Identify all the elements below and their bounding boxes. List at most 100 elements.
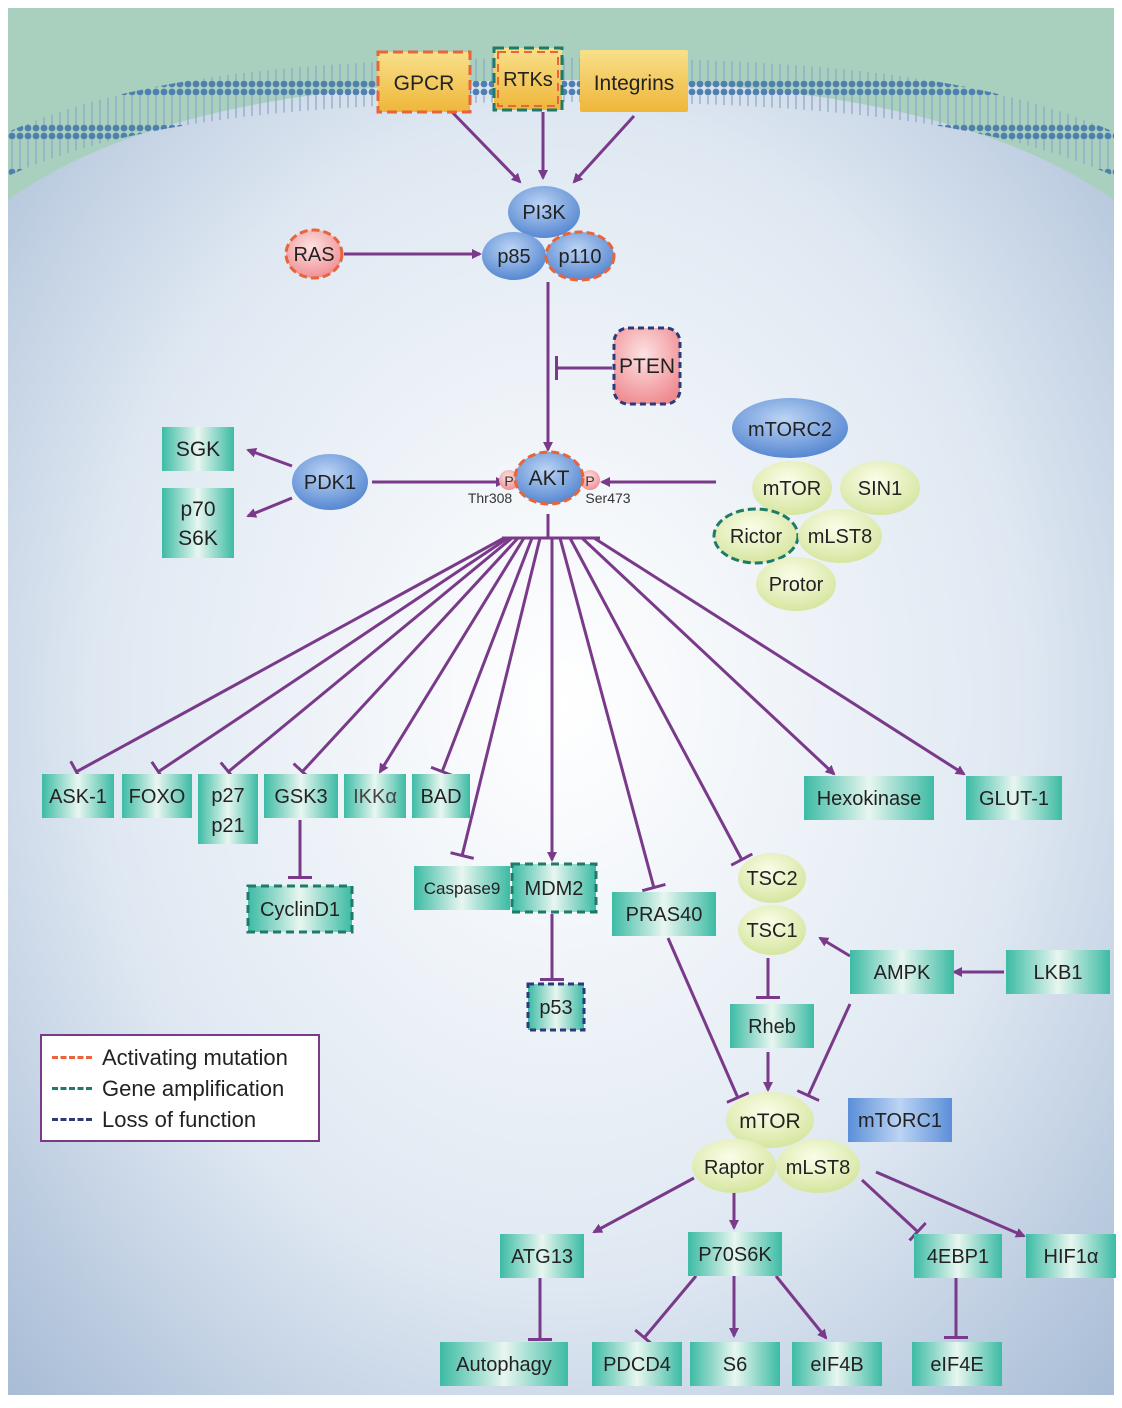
ampk-node: AMPK: [850, 950, 954, 994]
thr308-label: Thr308: [468, 490, 513, 506]
integrins-label: Integrins: [594, 72, 675, 95]
pdcd4-label: PDCD4: [603, 1354, 671, 1376]
mtorc1-label: mTORC1: [858, 1110, 942, 1132]
pi3k-complex: PI3K p85 p110: [482, 186, 616, 282]
extracellular-space: [8, 8, 1114, 200]
eif4e-node: eIF4E: [912, 1342, 1002, 1386]
p53-node: p53: [526, 982, 586, 1032]
mtorc2-mtor-label: mTOR: [763, 478, 822, 500]
rtks-label: RTKs: [503, 69, 553, 91]
pten-label: PTEN: [619, 355, 675, 378]
4ebp1-label: 4EBP1: [927, 1246, 989, 1268]
autophagy-label: Autophagy: [456, 1354, 552, 1376]
edge-mtorc1-4ebp1: [860, 1178, 927, 1242]
rheb-label: Rheb: [748, 1016, 796, 1038]
edge-ampk-tsc1: [818, 936, 851, 958]
legend: Activating mutation Gene amplification L…: [40, 1034, 320, 1142]
autophagy-node: Autophagy: [440, 1342, 568, 1386]
mtorc2-mlst8-label: mLST8: [808, 526, 872, 548]
cyclind1-node: CyclinD1: [246, 884, 354, 934]
sgk-label: SGK: [176, 438, 220, 461]
bad-node: BAD: [412, 774, 470, 818]
pras40-label: PRAS40: [626, 904, 703, 926]
edge-ampk-mtorc1: [796, 1003, 852, 1102]
s6-node: S6: [690, 1342, 780, 1386]
tsc-complex: TSC2 TSC1: [738, 853, 806, 955]
s6-label: S6: [723, 1354, 747, 1376]
pdk1-label: PDK1: [304, 472, 356, 494]
amplification-label: Gene amplification: [102, 1075, 285, 1101]
p110-label: p110: [558, 246, 601, 268]
p27-label: p27: [211, 785, 244, 807]
eif4e-label: eIF4E: [930, 1354, 983, 1376]
hexokinase-node: Hexokinase: [804, 776, 934, 820]
pdk1-node: PDK1: [292, 454, 368, 510]
p53-label: p53: [539, 997, 572, 1019]
edge-akt-hexokinase: [580, 536, 836, 776]
pi3k-label: PI3K: [522, 202, 566, 224]
caspase9-node: Caspase9: [414, 866, 510, 910]
edge-akt-gsk3: [292, 536, 520, 781]
mtorc1-mtor-label: mTOR: [739, 1110, 800, 1133]
sin1-label: SIN1: [858, 478, 902, 500]
eif4b-label: eIF4B: [810, 1354, 863, 1376]
akt-ser-p: P: [585, 473, 594, 489]
edge-p70s6k-pdcd4: [634, 1275, 698, 1347]
mdm2-label: MDM2: [525, 878, 584, 900]
p70s6k-node: P70S6K: [688, 1232, 782, 1276]
pten-node: PTEN: [612, 326, 682, 406]
caspase9-label: Caspase9: [424, 879, 501, 898]
s6k-label: S6K: [178, 527, 218, 550]
gpcr-label: GPCR: [394, 72, 455, 95]
legend-loss: Loss of function: [52, 1104, 308, 1135]
activating-swatch: [52, 1056, 92, 1059]
loss-swatch: [52, 1118, 92, 1121]
rtks-node: RTKs: [492, 46, 564, 112]
edge-mtorc1-atg13: [592, 1176, 695, 1234]
p70s6k-top-node: p70 S6K: [162, 488, 234, 558]
sgk-node: SGK: [162, 427, 234, 471]
gsk3-label: GSK3: [274, 786, 327, 808]
ikka-label: IKKα: [353, 786, 397, 808]
hexokinase-label: Hexokinase: [817, 788, 922, 810]
edge-gpcr-pi3k: [450, 110, 522, 184]
edge-akt-p27: [219, 536, 513, 782]
edge-integrins-pi3k: [572, 114, 636, 184]
edge-akt-glut1: [593, 536, 966, 776]
p70-label: p70: [180, 498, 215, 521]
activating-label: Activating mutation: [102, 1044, 288, 1070]
mtorc2-label: mTORC2: [748, 419, 832, 441]
pras40-node: PRAS40: [612, 892, 716, 936]
ras-node: RAS: [284, 228, 344, 280]
akt-node: P P AKT Thr308 Ser473: [468, 450, 631, 506]
rheb-node: Rheb: [730, 1004, 814, 1048]
p21-label: p21: [211, 815, 244, 837]
bad-label: BAD: [420, 786, 461, 808]
ampk-label: AMPK: [874, 962, 931, 984]
glut1-label: GLUT-1: [979, 788, 1049, 810]
connections: [69, 110, 1026, 1347]
edge-akt-bad: [430, 537, 534, 778]
hif1a-label: HIF1α: [1044, 1246, 1099, 1268]
edge-mtorc1-hif1a: [875, 1170, 1026, 1238]
edge-p70s6k-eif4b: [774, 1275, 828, 1340]
foxo-label: FOXO: [129, 786, 186, 808]
edge-pdk1-p70: [246, 496, 293, 518]
cell-membrane: [8, 58, 1114, 176]
edge-akt-pras40: [558, 537, 666, 893]
mtorc1-mlst8-label: mLST8: [786, 1157, 850, 1179]
mtorc1-badge: mTORC1: [848, 1098, 952, 1142]
cyclind1-label: CyclinD1: [260, 899, 340, 921]
pdcd4-node: PDCD4: [592, 1342, 682, 1386]
lkb1-label: LKB1: [1034, 962, 1083, 984]
edge-akt-ask1: [69, 536, 505, 784]
ask1-node: ASK-1: [42, 774, 114, 818]
hif1a-node: HIF1α: [1026, 1234, 1116, 1278]
integrins-node: Integrins: [580, 50, 688, 112]
atg13-node: ATG13: [500, 1234, 584, 1278]
edge-akt-ikka: [378, 537, 526, 774]
edge-akt-foxo: [150, 536, 509, 783]
amplification-swatch: [52, 1087, 92, 1090]
